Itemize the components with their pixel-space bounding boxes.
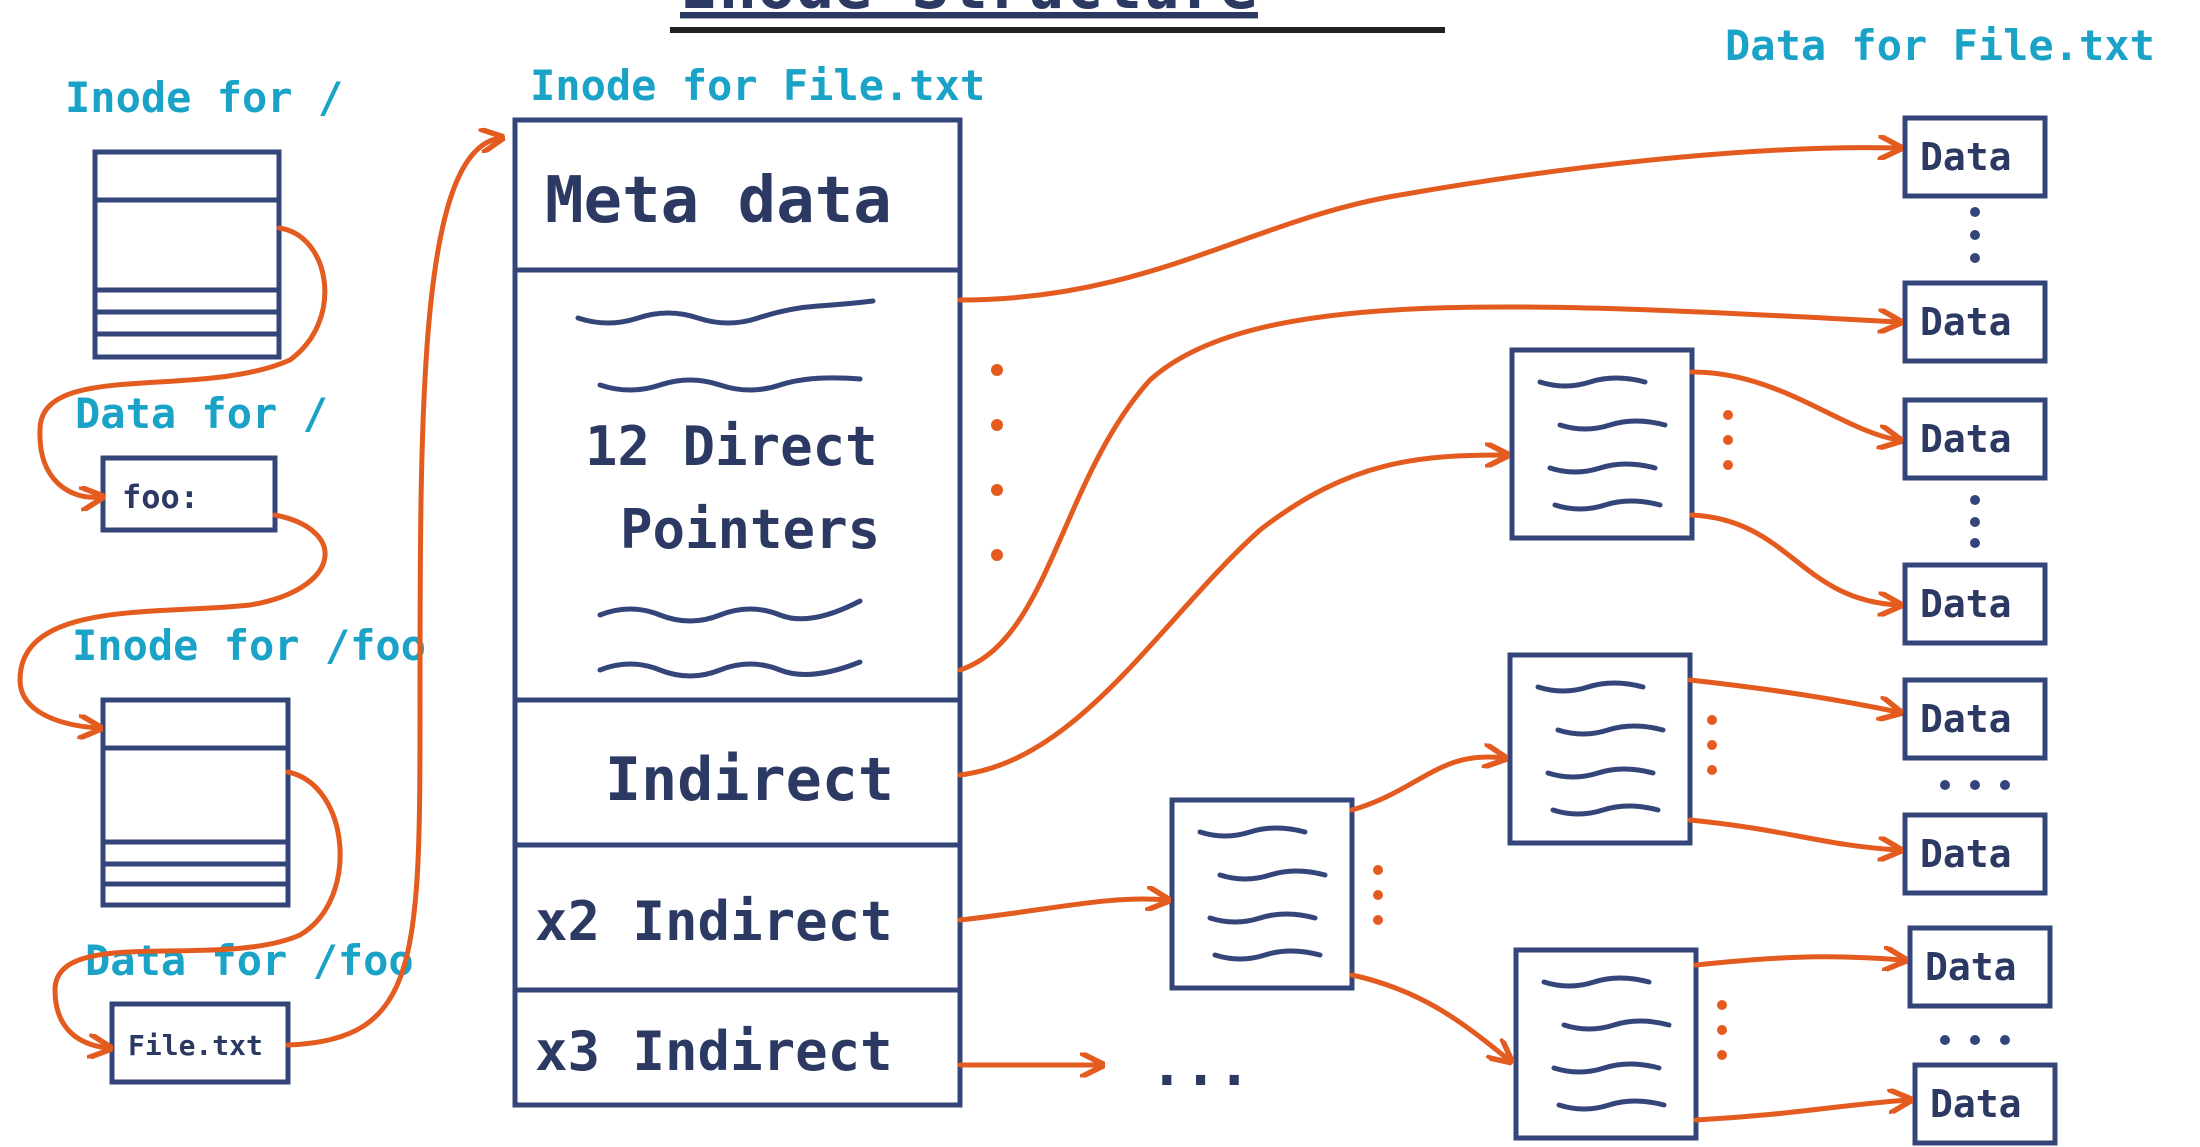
label-inode-root: Inode for / <box>65 73 343 122</box>
arrow-pointer-block-to-data-3 <box>1689 369 1898 440</box>
row-triple-indirect: x3 Indirect <box>535 1020 893 1083</box>
arrow-second-1-to-data-6 <box>1687 817 1898 850</box>
inode-file-block <box>512 117 963 1108</box>
root-dir-entry: foo: <box>122 478 199 516</box>
arrow-inode-foo-to-data <box>52 769 343 1048</box>
direct-scribble-1 <box>575 298 876 326</box>
arrow-first-level-to-second-2 <box>1349 972 1509 1060</box>
data-blocks-ellipsis-mid <box>1970 495 1980 548</box>
arrow-second-1-to-data-5 <box>1687 677 1898 712</box>
pointer-block-ellipsis-2 <box>1373 865 1383 925</box>
pointer-block-ellipsis-1 <box>1723 410 1733 470</box>
arrow-indirect-to-pointer-block <box>957 455 1505 778</box>
indirect-pointer-block <box>1509 347 1695 541</box>
data-block-1: Data <box>1902 115 2048 199</box>
double-indirect-second-level-block-1 <box>1507 652 1693 846</box>
data-block-3: Data <box>1902 397 2048 481</box>
arrow-pointer-block-to-data-4 <box>1689 512 1898 605</box>
arrow-second-2-to-data-8 <box>1693 1100 1908 1123</box>
foo-dir-entry: File.txt <box>128 1029 263 1062</box>
arrow-data-root-to-inode-foo <box>17 512 328 728</box>
data-block-4: Data <box>1902 562 2048 646</box>
double-indirect-second-level-block-2 <box>1513 947 1699 1141</box>
row-indirect: Indirect <box>605 745 894 815</box>
row-direct-line2: Pointers <box>620 498 880 561</box>
data-block-label: Data <box>1920 697 2012 741</box>
data-block-2: Data <box>1902 280 2048 364</box>
label-inode-file: Inode for File.txt <box>530 61 985 110</box>
data-block-6: Data <box>1902 812 2048 896</box>
direct-pointers-ellipsis <box>991 364 1003 561</box>
data-block-8: Data <box>1912 1062 2058 1146</box>
direct-scribble-2 <box>597 375 863 393</box>
arrow-data-foo-to-inode-file <box>285 138 500 1048</box>
data-blocks-ellipsis-lower <box>1940 780 2010 790</box>
arrow-double-indirect-to-first-level <box>957 899 1166 923</box>
double-indirect-first-level-block <box>1169 797 1355 991</box>
label-data-root: Data for / <box>75 389 328 438</box>
data-blocks-ellipsis-bottom <box>1940 1035 2010 1045</box>
inode-root-block <box>92 149 282 360</box>
direct-scribble-4 <box>597 659 863 679</box>
arrow-inode-root-to-data <box>37 225 328 497</box>
arrow-direct-to-data-1 <box>957 148 1898 303</box>
data-block-label: Data <box>1930 1082 2022 1126</box>
data-block-7: Data <box>1907 925 2053 1009</box>
triple-indirect-ellipsis: ... <box>1150 1034 1251 1099</box>
pointer-block-ellipsis-4 <box>1717 1000 1727 1060</box>
row-metadata: Meta data <box>545 164 892 238</box>
inode-foo-block <box>100 697 291 908</box>
label-data-foo: Data for /foo <box>85 936 414 985</box>
arrow-direct-to-data-2 <box>957 304 1898 673</box>
data-block-label: Data <box>1920 832 2012 876</box>
data-blocks-ellipsis-top <box>1970 207 1980 263</box>
arrow-first-level-to-second-1 <box>1349 757 1503 813</box>
label-inode-foo: Inode for /foo <box>72 621 426 670</box>
data-block-label: Data <box>1920 135 2012 179</box>
data-root-block: foo: <box>100 455 278 533</box>
row-direct-line1: 12 Direct <box>585 415 878 478</box>
label-data-file: Data for File.txt <box>1725 21 2155 70</box>
data-block-5: Data <box>1902 677 2048 761</box>
data-block-label: Data <box>1920 582 2012 626</box>
data-foo-block: File.txt <box>109 1001 291 1085</box>
direct-scribble-3 <box>597 598 863 624</box>
data-block-label: Data <box>1920 300 2012 344</box>
data-block-label: Data <box>1920 417 2012 461</box>
row-double-indirect: x2 Indirect <box>535 890 893 953</box>
pointer-block-ellipsis-3 <box>1707 715 1717 775</box>
diagram-title: Inode Structure <box>680 0 1258 24</box>
arrow-second-2-to-data-7 <box>1693 957 1903 965</box>
data-block-label: Data <box>1925 945 2017 989</box>
